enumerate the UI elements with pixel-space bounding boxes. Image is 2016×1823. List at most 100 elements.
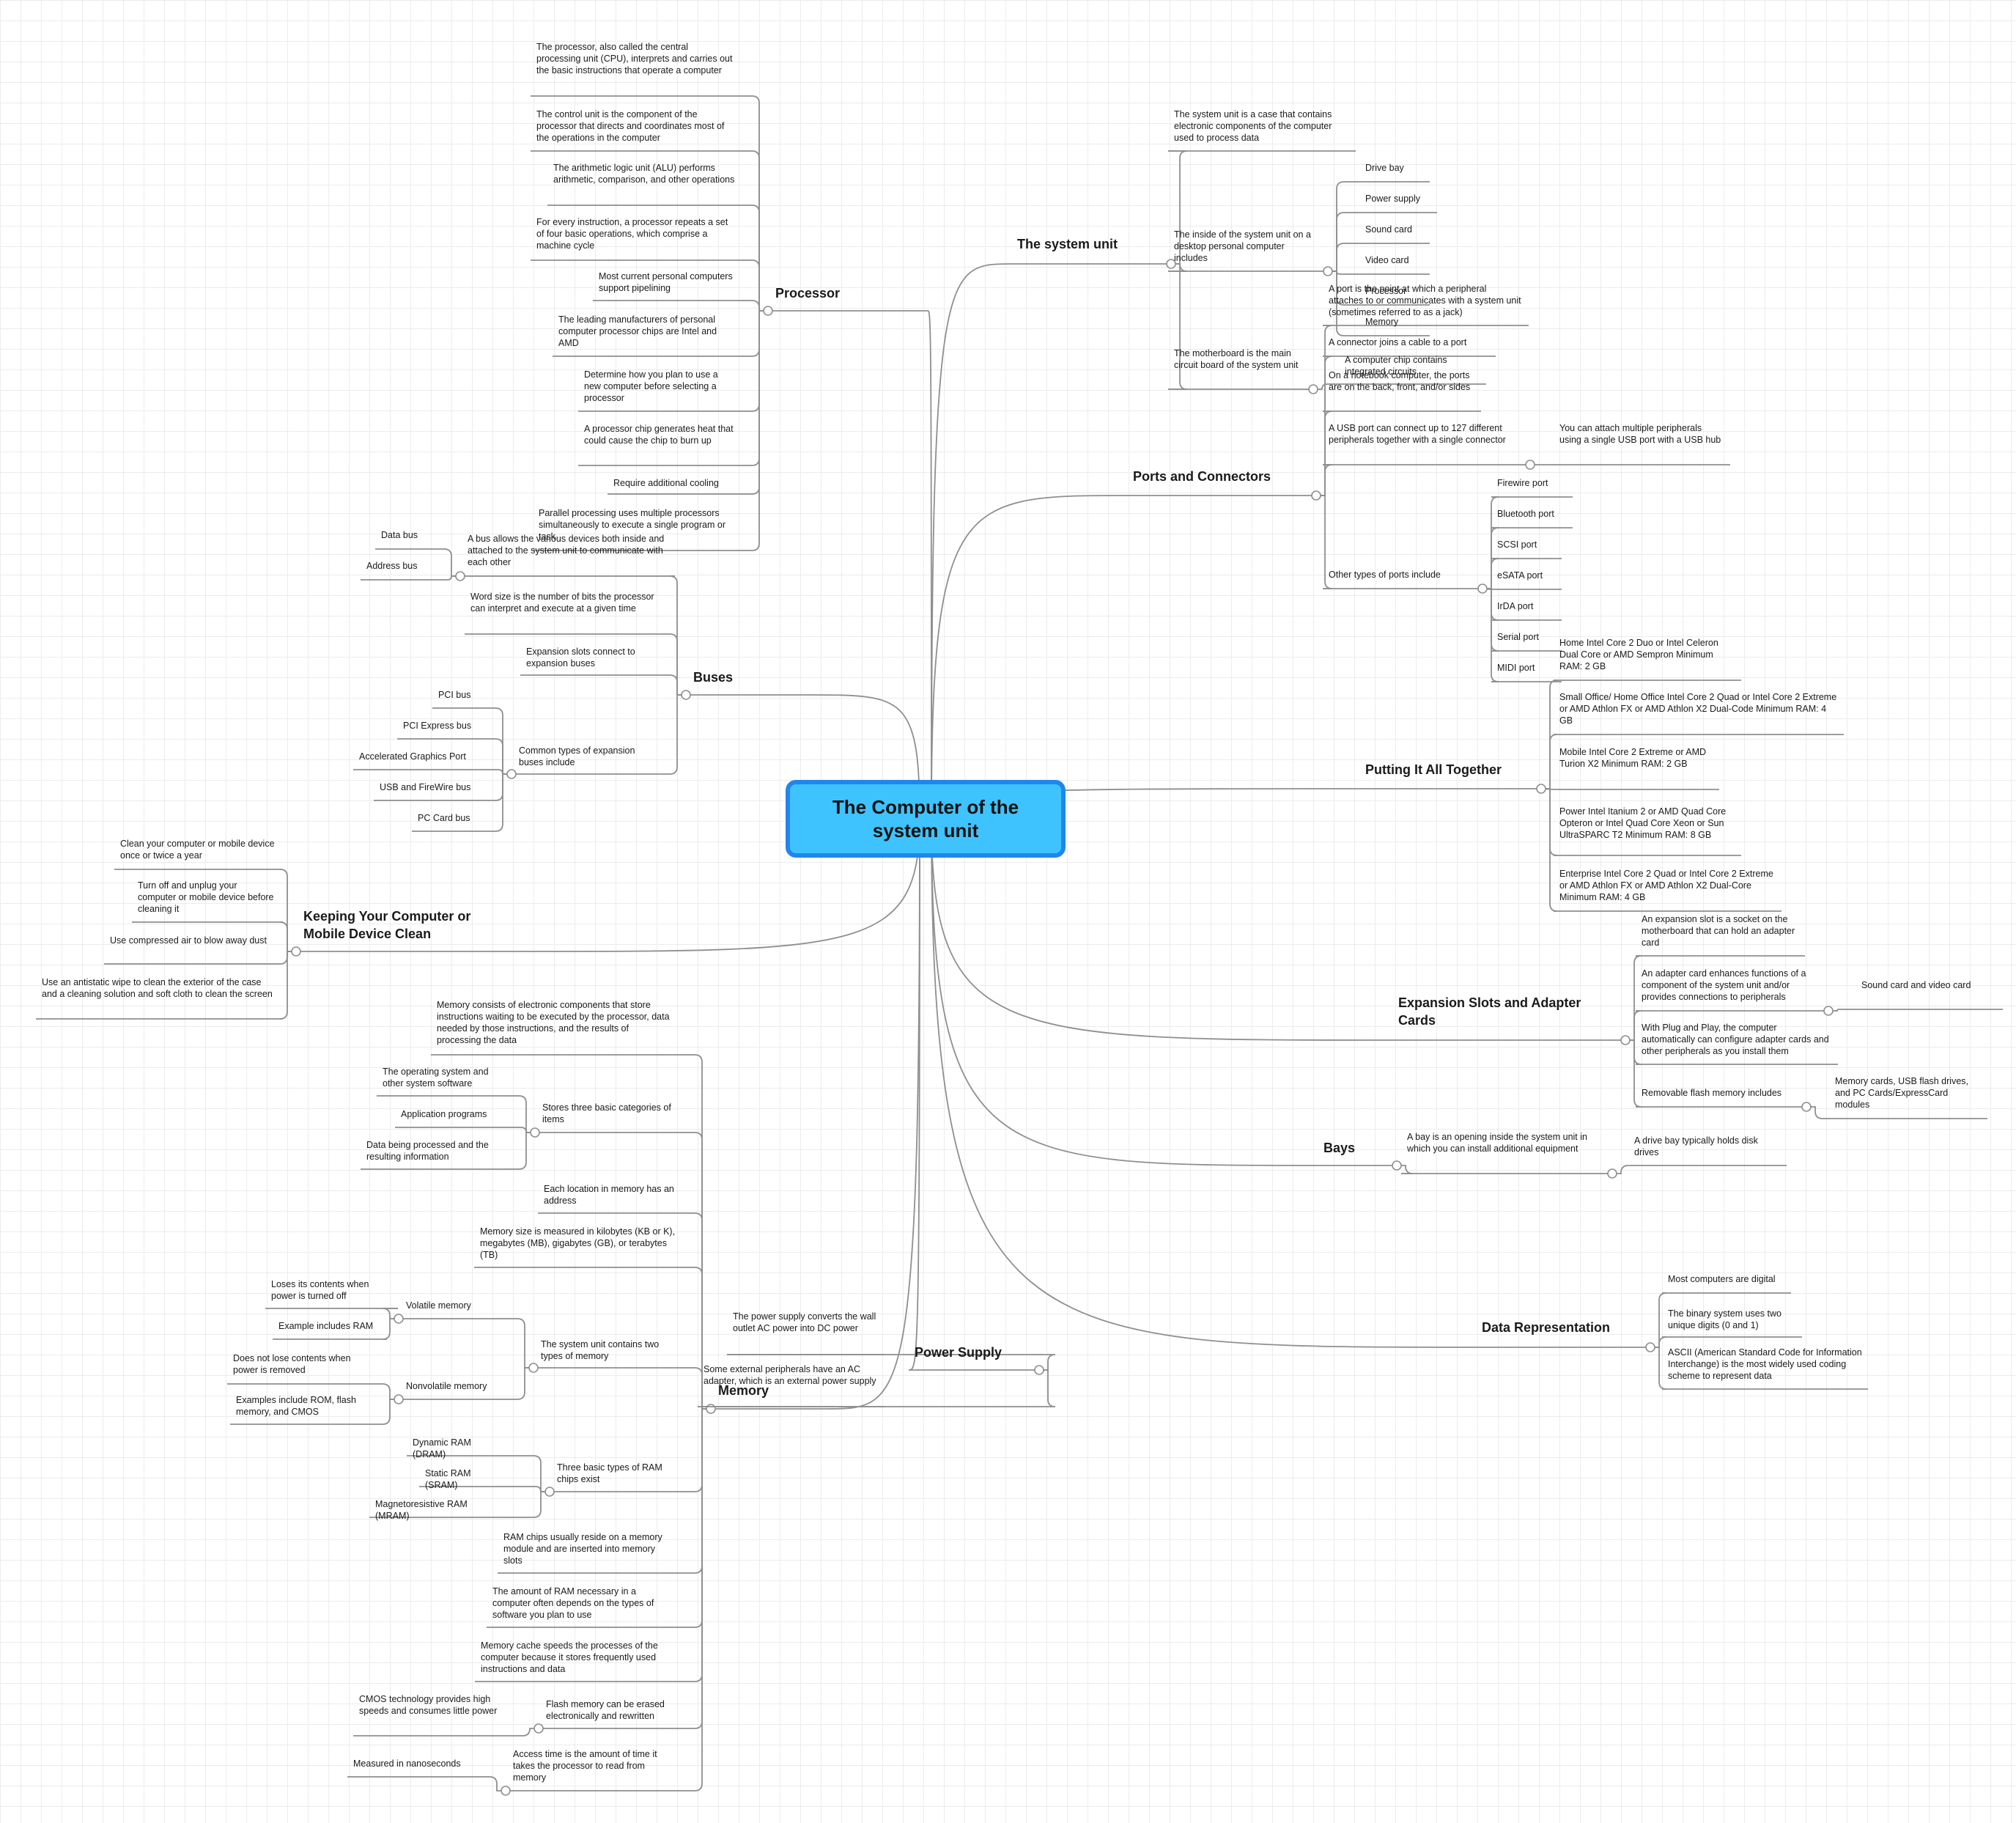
subtopic-pt4[interactable]: A USB port can connect up to 127 differe… xyxy=(1329,423,1506,445)
subtopic-m9[interactable]: Memory cache speeds the processes of the… xyxy=(481,1640,658,1674)
collapse-toggle-b1[interactable] xyxy=(455,571,465,581)
subtopic-m5b1[interactable]: Does not lose contents when power is rem… xyxy=(233,1353,351,1375)
subtopic-s2[interactable]: The inside of the system unit on a deskt… xyxy=(1174,229,1311,263)
subtopic-m1[interactable]: Memory consists of electronic components… xyxy=(437,1000,670,1045)
subtopic-p10[interactable]: Parallel processing uses multiple proces… xyxy=(539,508,725,542)
collapse-toggle-m10[interactable] xyxy=(533,1723,544,1734)
branch-topic-exp[interactable]: Expansion Slots and Adapter Cards xyxy=(1398,995,1581,1028)
collapse-toggle-m5b[interactable] xyxy=(394,1394,404,1404)
subtopic-pt5[interactable]: Other types of ports include xyxy=(1329,570,1441,580)
subtopic-m5[interactable]: The system unit contains two types of me… xyxy=(541,1339,660,1361)
subtopic-pt5f[interactable]: Serial port xyxy=(1497,632,1539,642)
subtopic-s2f[interactable]: Memory xyxy=(1365,317,1399,327)
subtopic-k2[interactable]: Turn off and unplug your computer or mob… xyxy=(138,880,274,914)
subtopic-m10a[interactable]: CMOS technology provides high speeds and… xyxy=(359,1694,498,1716)
subtopic-e2[interactable]: An adapter card enhances functions of a … xyxy=(1642,968,1806,1002)
subtopic-b4e[interactable]: PC Card bus xyxy=(418,813,470,823)
collapse-toggle-s3[interactable] xyxy=(1308,384,1318,394)
subtopic-k1[interactable]: Clean your computer or mobile device onc… xyxy=(120,839,275,861)
subtopic-pa5[interactable]: Enterprise Intel Core 2 Quad or Intel Co… xyxy=(1559,869,1773,902)
subtopic-m10[interactable]: Flash memory can be erased electronicall… xyxy=(546,1699,665,1721)
subtopic-p7[interactable]: Determine how you plan to use a new comp… xyxy=(584,369,718,403)
branch-topic-proc[interactable]: Processor xyxy=(775,286,841,301)
collapse-toggle-bays[interactable] xyxy=(1392,1160,1402,1171)
subtopic-m6a[interactable]: Dynamic RAM (DRAM) xyxy=(413,1437,471,1459)
subtopic-e2a[interactable]: Sound card and video card xyxy=(1861,980,1971,990)
subtopic-m8[interactable]: The amount of RAM necessary in a compute… xyxy=(492,1586,654,1620)
collapse-toggle-e2[interactable] xyxy=(1823,1006,1834,1016)
collapse-toggle-put[interactable] xyxy=(1536,784,1546,794)
subtopic-d3[interactable]: ASCII (American Standard Code for Inform… xyxy=(1668,1347,1862,1381)
subtopic-e3[interactable]: With Plug and Play, the computer automat… xyxy=(1642,1023,1829,1056)
branch-topic-bus[interactable]: Buses xyxy=(693,670,734,685)
subtopic-e4[interactable]: Removable flash memory includes xyxy=(1642,1088,1782,1098)
branch-topic-bays[interactable]: Bays xyxy=(1323,1141,1356,1155)
subtopic-pt3[interactable]: On a notebook computer, the ports are on… xyxy=(1329,370,1471,392)
collapse-toggle-exp[interactable] xyxy=(1620,1035,1631,1045)
subtopic-m5b[interactable]: Nonvolatile memory xyxy=(406,1381,487,1391)
subtopic-m6[interactable]: Three basic types of RAM chips exist xyxy=(557,1462,662,1484)
subtopic-s1[interactable]: The system unit is a case that contains … xyxy=(1174,109,1332,143)
subtopic-s3a[interactable]: A computer chip contains integrated circ… xyxy=(1345,355,1447,377)
subtopic-d1[interactable]: Most computers are digital xyxy=(1668,1274,1776,1284)
branch-topic-ports[interactable]: Ports and Connectors xyxy=(1133,469,1271,484)
subtopic-s2b[interactable]: Power supply xyxy=(1365,194,1421,204)
subtopic-pt2[interactable]: A connector joins a cable to a port xyxy=(1329,337,1467,347)
subtopic-d2[interactable]: The binary system uses two unique digits… xyxy=(1668,1308,1781,1330)
subtopic-pw2[interactable]: Some external peripherals have an AC ada… xyxy=(704,1364,876,1386)
collapse-toggle-b4[interactable] xyxy=(506,769,517,779)
subtopic-p1[interactable]: The processor, also called the central p… xyxy=(536,42,733,76)
subtopic-pt4a[interactable]: You can attach multiple peripherals usin… xyxy=(1559,423,1721,445)
branch-topic-keep[interactable]: Keeping Your Computer or Mobile Device C… xyxy=(303,909,471,941)
collapse-toggle-m5a[interactable] xyxy=(394,1314,404,1324)
branch-topic-mem[interactable]: Memory xyxy=(718,1383,769,1398)
subtopic-p4[interactable]: For every instruction, a processor repea… xyxy=(536,217,728,251)
subtopic-m6b[interactable]: Static RAM (SRAM) xyxy=(425,1468,471,1490)
subtopic-b4a[interactable]: PCI bus xyxy=(438,690,471,700)
branch-topic-data[interactable]: Data Representation xyxy=(1482,1320,1611,1335)
subtopic-pa3[interactable]: Mobile Intel Core 2 Extreme or AMD Turio… xyxy=(1559,747,1707,769)
subtopic-b3[interactable]: Expansion slots connect to expansion bus… xyxy=(526,647,635,669)
subtopic-pt5a[interactable]: Firewire port xyxy=(1497,478,1548,488)
subtopic-by1a[interactable]: A drive bay typically holds disk drives xyxy=(1634,1135,1758,1157)
collapse-toggle-pt5[interactable] xyxy=(1477,583,1488,594)
subtopic-p5[interactable]: Most current personal computers support … xyxy=(599,271,733,293)
subtopic-s2a[interactable]: Drive bay xyxy=(1365,163,1404,173)
collapse-toggle-e4[interactable] xyxy=(1801,1102,1812,1112)
subtopic-m11a[interactable]: Measured in nanoseconds xyxy=(353,1758,461,1769)
subtopic-k4[interactable]: Use an antistatic wipe to clean the exte… xyxy=(42,977,273,999)
subtopic-s2c[interactable]: Sound card xyxy=(1365,224,1412,235)
subtopic-pt5c[interactable]: SCSI port xyxy=(1497,539,1537,550)
subtopic-k3[interactable]: Use compressed air to blow away dust xyxy=(110,935,267,946)
subtopic-m2[interactable]: Stores three basic categories of items xyxy=(542,1102,671,1124)
subtopic-b4b[interactable]: PCI Express bus xyxy=(403,721,472,731)
subtopic-b1[interactable]: A bus allows the various devices both in… xyxy=(468,534,665,567)
subtopic-m2c[interactable]: Data being processed and the resulting i… xyxy=(366,1140,489,1162)
collapse-toggle-pow[interactable] xyxy=(1034,1365,1044,1375)
subtopic-pa4[interactable]: Power Intel Itanium 2 or AMD Quad Core O… xyxy=(1559,806,1727,840)
collapse-toggle-mem[interactable] xyxy=(706,1404,716,1414)
subtopic-m3[interactable]: Each location in memory has an address xyxy=(544,1184,674,1206)
subtopic-p9[interactable]: Require additional cooling xyxy=(613,478,719,488)
subtopic-pt5g[interactable]: MIDI port xyxy=(1497,663,1535,673)
subtopic-s3[interactable]: The motherboard is the main circuit boar… xyxy=(1174,348,1299,370)
collapse-toggle-by1[interactable] xyxy=(1607,1168,1617,1179)
collapse-toggle-ports[interactable] xyxy=(1311,490,1321,501)
collapse-toggle-m5[interactable] xyxy=(528,1363,539,1373)
branch-topic-put[interactable]: Putting It All Together xyxy=(1365,762,1502,777)
subtopic-m2b[interactable]: Application programs xyxy=(401,1109,487,1119)
subtopic-p3[interactable]: The arithmetic logic unit (ALU) performs… xyxy=(553,163,735,185)
central-topic[interactable]: The Computer of the system unit xyxy=(786,780,1066,858)
collapse-toggle-proc[interactable] xyxy=(763,306,773,316)
collapse-toggle-keep[interactable] xyxy=(291,946,301,957)
subtopic-b4c[interactable]: Accelerated Graphics Port xyxy=(359,751,466,762)
collapse-toggle-bus[interactable] xyxy=(681,690,691,700)
subtopic-pt5b[interactable]: Bluetooth port xyxy=(1497,509,1554,519)
subtopic-b4[interactable]: Common types of expansion buses include xyxy=(519,745,635,767)
subtopic-pa1[interactable]: Home Intel Core 2 Duo or Intel Celeron D… xyxy=(1559,638,1718,671)
branch-topic-pow[interactable]: Power Supply xyxy=(915,1345,1003,1360)
subtopic-p8[interactable]: A processor chip generates heat that cou… xyxy=(584,424,734,446)
subtopic-m5a[interactable]: Volatile memory xyxy=(406,1300,471,1311)
collapse-toggle-sys[interactable] xyxy=(1166,259,1176,269)
subtopic-m2a[interactable]: The operating system and other system so… xyxy=(383,1067,489,1089)
